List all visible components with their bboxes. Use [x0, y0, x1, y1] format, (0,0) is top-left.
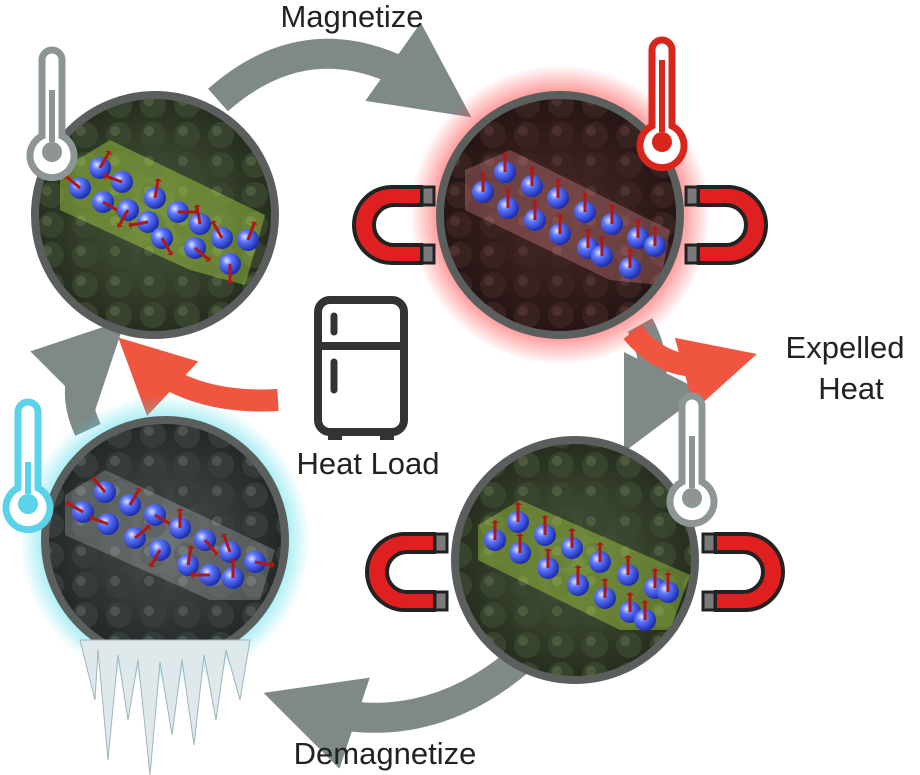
spin-arrow — [222, 535, 232, 553]
spin-arrow — [160, 237, 172, 254]
spin-arrowhead — [651, 568, 659, 571]
spin-arrowhead — [229, 558, 237, 561]
expelled-heat-label-line1: Expelled — [786, 330, 905, 365]
spin-arrowhead — [608, 204, 616, 207]
spin-arrowhead — [103, 172, 108, 180]
thermometer-icon-neutral-ambient — [666, 392, 718, 528]
spin-arrowhead — [504, 188, 512, 191]
spin-arrow — [195, 206, 202, 225]
spin-arrowhead — [176, 508, 184, 511]
spin-arrow — [66, 175, 81, 190]
spin-arrowhead — [568, 528, 576, 531]
spin-arrow — [91, 516, 109, 526]
spin-arrow — [246, 223, 256, 241]
spin-arrowhead — [581, 192, 589, 195]
spin-arrowhead — [554, 178, 562, 181]
spin-arrowhead — [250, 221, 258, 226]
spin-arrowhead — [664, 572, 672, 575]
spin-arrowhead — [556, 214, 564, 217]
spin-arrowhead — [491, 520, 499, 523]
magnet-icon-left-hot — [352, 185, 436, 265]
spin-arrow — [154, 513, 171, 525]
stage-magnetized-ambient — [451, 436, 699, 684]
spin-arrowhead — [220, 533, 228, 538]
spin-arrowhead — [626, 592, 634, 595]
spin-arrow — [105, 174, 123, 184]
demagnetize-label: Demagnetize — [294, 736, 477, 771]
spin-arrowhead — [574, 565, 582, 568]
stage-start — [31, 91, 279, 339]
thermometer-icon-neutral-start — [26, 46, 78, 182]
spin-arrow — [134, 525, 149, 540]
spin-arrowhead — [105, 150, 112, 156]
spin-arrowhead — [212, 550, 219, 556]
spin-arrow — [67, 502, 84, 514]
spin-arrowhead — [596, 542, 604, 545]
spin-arrow — [102, 200, 119, 212]
stage-demagnetized-cold — [41, 416, 289, 664]
spin-arrowhead — [271, 561, 275, 569]
icicles — [79, 639, 251, 775]
spin-arrowhead — [226, 281, 234, 284]
atom — [72, 501, 94, 523]
spin-arrowhead — [651, 226, 659, 229]
thermometer-icon-cold — [2, 398, 54, 534]
spin-arrowhead — [128, 221, 132, 229]
spin-arrowhead — [479, 172, 487, 175]
magnet-icon-right-ambient — [701, 532, 785, 612]
spin-arrow — [128, 489, 140, 506]
magnetize-label: Magnetize — [280, 0, 423, 34]
spin-arrowhead — [544, 548, 552, 551]
spin-arrowhead — [598, 236, 606, 239]
spin-arrow — [186, 547, 193, 566]
spin-arrowhead — [148, 562, 155, 568]
refrigerator-icon — [314, 296, 408, 440]
spin-arrowhead — [516, 533, 524, 536]
spin-arrowhead — [634, 218, 642, 221]
demagnetize-arrow — [263, 648, 530, 769]
heat-load-arrow — [118, 337, 279, 416]
spin-arrow — [98, 152, 110, 169]
spin-arrow — [153, 180, 160, 199]
spin-arrowhead — [135, 487, 142, 493]
spin-arrowhead — [91, 476, 98, 482]
spin-arrow — [212, 222, 224, 239]
spin-arrowhead — [65, 500, 71, 507]
spin-arrowhead — [193, 204, 201, 208]
spin-arrowhead — [584, 228, 592, 231]
spin-arrowhead — [528, 166, 536, 169]
expelled-heat-label-line2: Heat — [818, 371, 884, 406]
spin-arrow — [194, 246, 209, 261]
spin-arrowhead — [641, 600, 649, 603]
magnetize-arrow — [208, 22, 472, 118]
spin-arrowhead — [145, 524, 151, 531]
spin-arrow — [203, 539, 218, 554]
spin-arrow — [150, 549, 162, 566]
magnet-icon-left-ambient — [365, 532, 449, 612]
spin-arrowhead — [541, 515, 549, 518]
spin-arrowhead — [154, 178, 162, 182]
spin-arrowhead — [116, 222, 123, 228]
spin-arrowhead — [167, 250, 174, 256]
spin-arrowhead — [190, 571, 193, 579]
spin-arrow — [130, 220, 149, 227]
spin-arrowhead — [187, 545, 195, 549]
spin-arrowhead — [210, 220, 217, 226]
spin-arrow — [92, 478, 107, 493]
spin-arrowhead — [624, 555, 632, 558]
spin-arrowhead — [89, 514, 94, 522]
spin-arrowhead — [531, 200, 539, 203]
spin-arrow — [254, 560, 273, 567]
stage-magnetized-hot — [436, 91, 684, 339]
magnet-icon-right-hot — [684, 185, 768, 265]
spin-arrow — [118, 209, 130, 226]
spin-arrowhead — [205, 255, 211, 262]
spin-arrowhead — [501, 152, 509, 155]
spin-arrowhead — [514, 502, 522, 505]
spin-arrowhead — [601, 578, 609, 581]
thermometer-icon-hot — [636, 36, 688, 172]
heat-load-label: Heat Load — [296, 446, 439, 481]
spin-arrowhead — [626, 248, 634, 251]
